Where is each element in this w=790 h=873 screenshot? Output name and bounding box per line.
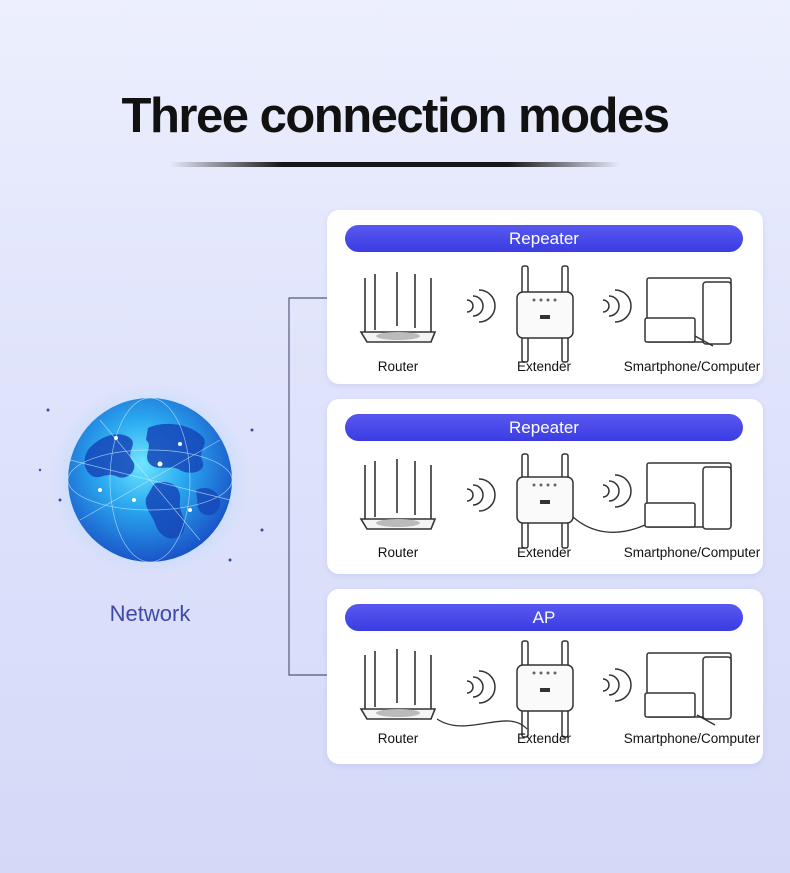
mode-card-repeater-2: Repeater Router Extender Sma xyxy=(327,399,763,574)
mode-illustration xyxy=(359,453,732,549)
computer-phone-icon xyxy=(644,277,732,347)
ethernet-cable xyxy=(436,718,528,730)
extender-icon xyxy=(516,265,574,363)
wifi-signal-icon xyxy=(602,474,632,508)
router-icon xyxy=(359,649,437,720)
mode-title: Repeater xyxy=(345,225,743,252)
device-label: Smartphone/Computer xyxy=(623,545,761,560)
network-label: Network xyxy=(109,601,191,626)
mode-card-ap: AP Router Extender Sm xyxy=(327,589,763,764)
wifi-signal-icon xyxy=(602,668,632,702)
mode-illustration xyxy=(359,265,732,363)
globe-icon xyxy=(38,384,264,576)
title-underline xyxy=(170,162,620,167)
router-label: Router xyxy=(377,545,419,560)
router-icon xyxy=(359,272,437,343)
extender-label: Extender xyxy=(516,545,572,560)
ethernet-cable xyxy=(572,516,646,533)
wifi-signal-icon xyxy=(466,478,496,512)
computer-phone-icon xyxy=(644,652,732,726)
router-label: Router xyxy=(377,731,419,746)
computer-phone-icon xyxy=(644,462,732,530)
router-label: Router xyxy=(377,359,419,374)
mode-title: AP xyxy=(345,604,743,631)
extender-label: Extender xyxy=(516,731,572,746)
wifi-signal-icon xyxy=(466,670,496,704)
wifi-signal-icon xyxy=(602,289,632,323)
page-title: Three connection modes xyxy=(121,89,670,143)
extender-icon xyxy=(516,640,574,738)
device-label: Smartphone/Computer xyxy=(623,359,761,374)
wifi-signal-icon xyxy=(466,289,496,323)
mode-title: Repeater xyxy=(345,414,743,441)
router-icon xyxy=(359,459,437,530)
extender-label: Extender xyxy=(516,359,572,374)
mode-illustration xyxy=(359,640,732,738)
mode-card-repeater-1: Repeater Router Extender S xyxy=(327,210,763,384)
device-label: Smartphone/Computer xyxy=(623,731,761,746)
extender-icon xyxy=(516,453,574,549)
